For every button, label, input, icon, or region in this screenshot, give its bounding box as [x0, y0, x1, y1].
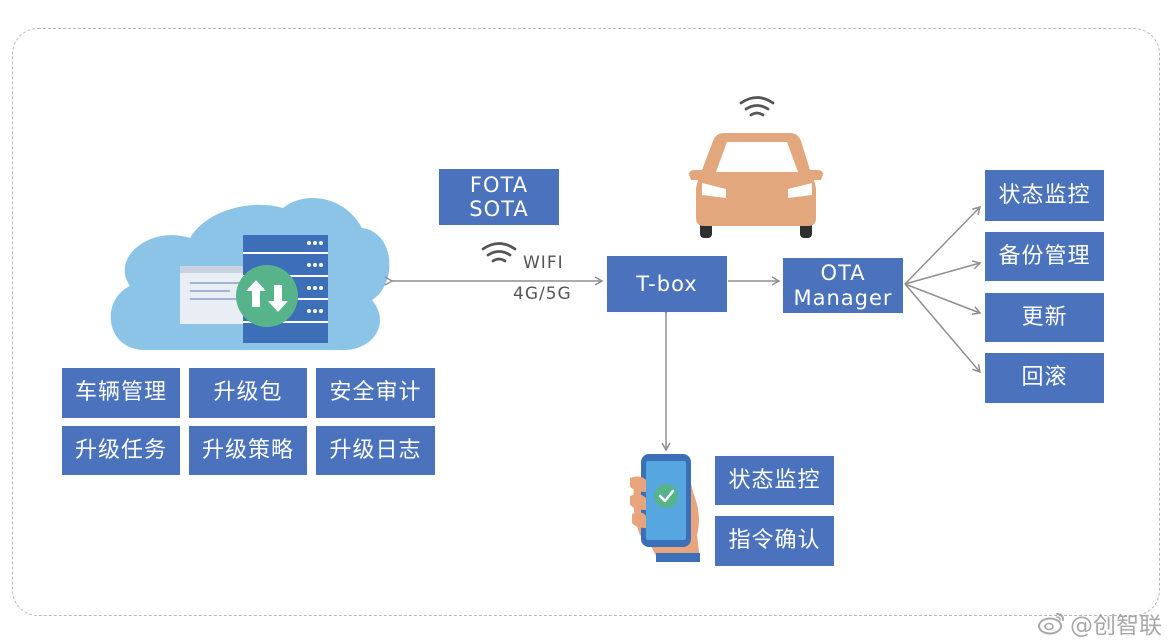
car-icon [689, 133, 823, 238]
check-icon [654, 484, 678, 508]
ota-function-connector [904, 283, 982, 315]
ota-function-connector [904, 205, 982, 285]
wifi-icon [739, 96, 775, 117]
ota-function-update: 更新 [985, 293, 1104, 342]
wifi-label: WIFI [523, 253, 564, 273]
fota-label: FOTA [469, 172, 529, 197]
cloud-feature-upgrade-strategy: 升级策略 [189, 426, 307, 475]
smartphone-icon [630, 454, 700, 562]
tbox-node: T-box [607, 256, 727, 312]
sota-label: SOTA [469, 197, 529, 221]
cloud-feature-upgrade-package: 升级包 [189, 368, 307, 418]
watermark-text: @创智联 [1070, 613, 1162, 639]
cloud-feature-upgrade-log: 升级日志 [316, 426, 435, 475]
weibo-icon [1038, 613, 1064, 635]
ota-function-connector [904, 283, 981, 374]
cloud-feature-vehicle-management: 车辆管理 [62, 368, 180, 418]
ota-manager-node: OTA Manager [783, 258, 903, 313]
wifi-icon [481, 242, 517, 263]
ota-function-rollback: 回滚 [985, 353, 1104, 403]
cellular-label: 4G/5G [513, 284, 572, 304]
manager-label: Manager [793, 285, 893, 310]
cloud-feature-upgrade-task: 升级任务 [62, 426, 180, 475]
ota-function-connector [904, 260, 982, 285]
mobile-function-status-monitoring: 状态监控 [715, 456, 834, 505]
watermark: @创智联 [1038, 606, 1162, 640]
ota-function-status-monitoring: 状态监控 [985, 170, 1104, 221]
mobile-function-command-confirmation: 指令确认 [715, 516, 834, 566]
ota-function-backup-management: 备份管理 [985, 232, 1104, 281]
upload-download-icon [236, 265, 298, 327]
fota-sota-box: FOTA SOTA [439, 169, 559, 225]
ota-label: OTA [820, 261, 866, 286]
cloud-feature-security-audit: 安全审计 [316, 368, 435, 418]
dashed-frame [12, 28, 1160, 616]
